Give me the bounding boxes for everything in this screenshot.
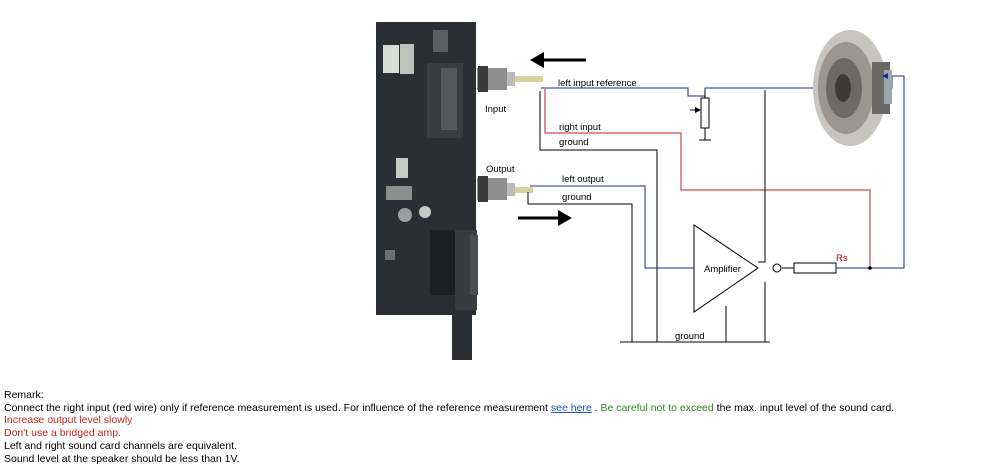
potentiometer-icon [690,90,711,141]
right-input-label: right input [559,122,601,133]
remark-line-1: Connect the right input (red wire) only … [4,402,894,415]
ground-bottom-label: ground [675,331,705,342]
wiring-diagram: Input Output left input reference right … [376,22,905,360]
sound-card-board [376,22,478,360]
output-jack [477,176,533,202]
amplifier-icon [693,224,782,313]
amplifier-label: Amplifier [704,264,741,275]
speaker-icon [813,30,892,146]
remark-line-1-end: the max. input level of the sound card. [713,401,895,414]
remark-title: Remark: [4,389,44,401]
remarks-block: Remark: Connect the right input (red wir… [4,389,894,465]
remark-line-1-warning: Be careful not to exceed [600,401,714,414]
remark-line-1-text: Connect the right input (red wire) only … [4,401,551,414]
left-input-reference-label: left input reference [558,78,637,89]
see-here-link[interactable]: see here [550,401,592,414]
wires [527,75,905,343]
left-output-label: left output [562,174,604,185]
arrow-right-icon [518,210,572,226]
input-label: Input [485,104,506,115]
ground-top-label: ground [559,137,589,148]
rs-label: Rs [836,253,848,264]
arrow-left-icon [530,52,586,68]
resistor-icon [793,262,872,274]
remark-line-5: Sound level at the speaker should be les… [4,452,240,465]
remark-line-4: Left and right sound card channels are e… [4,439,237,452]
remark-line-2: Increase output level slowly [4,414,133,427]
remark-line-3: Don't use a bridged amp. [4,427,121,440]
remark-line-1-sep: . [591,401,601,414]
ground-output-label: ground [562,192,592,203]
output-label: Output [486,164,515,175]
input-jack [477,66,543,92]
